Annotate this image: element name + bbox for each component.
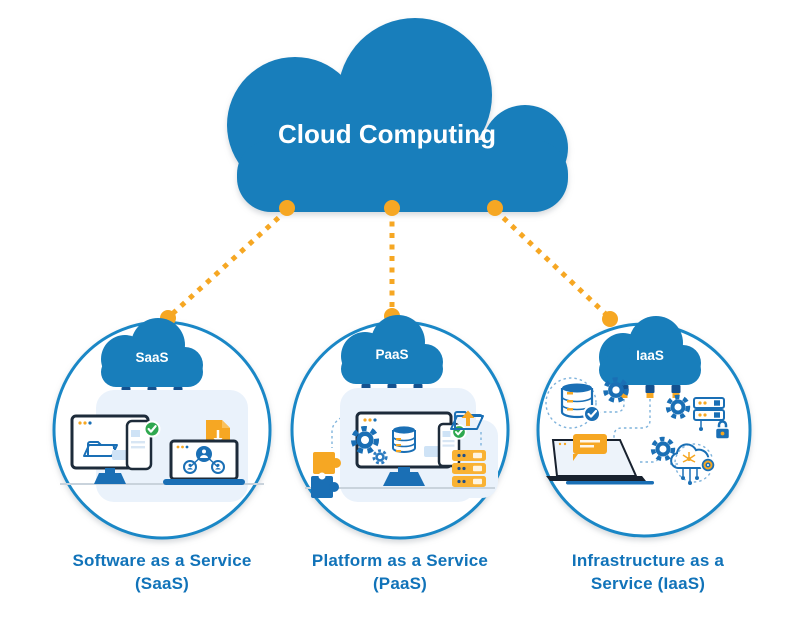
connector-dot — [487, 200, 503, 216]
iaas-illustration: IaaS — [545, 316, 731, 485]
cloud-network-icon — [670, 443, 716, 485]
iaas-cloud-label: IaaS — [636, 348, 664, 363]
laptop-icon — [163, 439, 245, 485]
caption-paas-line2: (PaaS) — [372, 574, 428, 593]
caption-iaas: Infrastructure as a Service (IaaS) — [528, 549, 768, 595]
open-folder-icon — [83, 441, 118, 457]
smartphone-icon — [125, 419, 161, 471]
saas-cloud-label: SaaS — [135, 350, 168, 365]
caption-paas: Platform as a Service (PaaS) — [280, 549, 520, 595]
caption-iaas-line1: Infrastructure as a — [571, 551, 725, 570]
puzzle-pieces-icon — [311, 452, 341, 498]
dotted-connector-saas — [160, 200, 295, 326]
gear-badge-icon — [700, 457, 716, 473]
cloud-computing-shape — [227, 18, 568, 212]
paas-illustration: PaaS — [305, 315, 498, 502]
upload-folder-icon — [450, 410, 484, 447]
chat-bubble-icon — [424, 446, 440, 457]
check-badge-icon — [583, 405, 601, 423]
caption-iaas-line2: Service (IaaS) — [590, 574, 706, 593]
check-badge-icon — [143, 420, 161, 438]
padlock-icon — [714, 420, 731, 440]
connector-dot — [279, 200, 295, 216]
connector-dot — [602, 311, 618, 327]
dotted-connector-iaas — [487, 200, 618, 327]
caption-paas-line1: Platform as a Service — [311, 551, 489, 570]
paas-cloud-label: PaaS — [375, 347, 408, 362]
chat-bubble-icon — [112, 450, 128, 460]
dotted-connector-paas — [384, 200, 400, 324]
server-stack-icon — [452, 450, 486, 487]
share-network-icon — [183, 446, 225, 474]
caption-saas-line2: (SaaS) — [134, 574, 190, 593]
chat-bubble-icon — [573, 434, 607, 461]
connector-dot — [384, 200, 400, 216]
caption-saas-line1: Software as a Service — [72, 551, 252, 570]
caption-saas: Software as a Service (SaaS) — [42, 549, 282, 595]
database-icon — [560, 383, 601, 423]
database-icon — [392, 426, 416, 453]
cloud-computing-title: Cloud Computing — [278, 119, 496, 149]
saas-illustration: SaaS — [60, 318, 264, 502]
server-rack-icon — [693, 397, 731, 440]
